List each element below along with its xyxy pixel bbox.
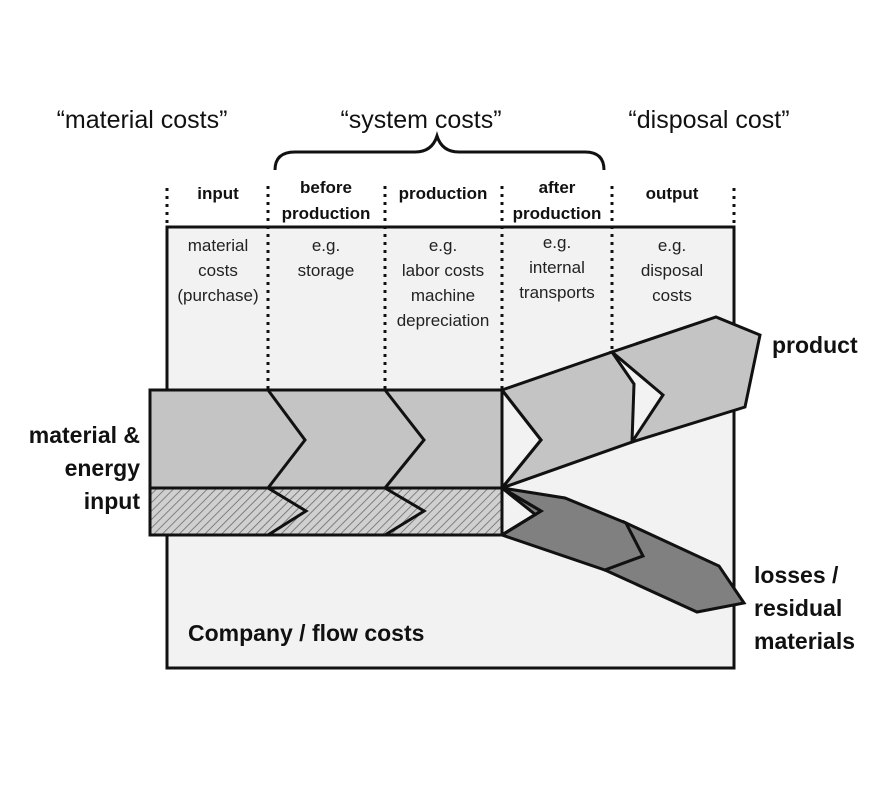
category-disposal-cost: “disposal cost”	[628, 106, 789, 134]
stage-production: production	[399, 184, 488, 203]
example-text: (purchase)	[177, 286, 258, 305]
main-chevron-2	[383, 389, 426, 489]
example-text: machine	[411, 286, 475, 305]
examples-production: e.g. labor costs machine depreciation	[397, 236, 490, 330]
losses-arrow-3	[601, 519, 747, 614]
energy-chevron-2	[384, 486, 427, 537]
label-input-line2: energy	[65, 455, 141, 481]
stage-before-line1: before	[300, 178, 352, 197]
category-material-costs: “material costs”	[57, 106, 228, 134]
label-input-line3: input	[84, 488, 141, 514]
example-text: depreciation	[397, 311, 490, 330]
example-text: transports	[519, 283, 595, 302]
energy-chevron-1	[267, 486, 309, 537]
stage-output: output	[646, 184, 699, 203]
label-product: product	[772, 332, 858, 358]
example-text: e.g.	[429, 236, 457, 255]
example-text: costs	[652, 286, 692, 305]
stage-before-line2: production	[282, 204, 371, 223]
example-text: e.g.	[312, 236, 340, 255]
label-losses-line1: losses /	[754, 562, 839, 588]
example-text: storage	[298, 261, 355, 280]
system-costs-brace	[273, 130, 606, 171]
stage-input: input	[197, 184, 239, 203]
main-chevron-1	[266, 389, 307, 489]
category-system-costs: “system costs”	[340, 106, 501, 134]
example-text: material	[188, 236, 248, 255]
example-text: labor costs	[402, 261, 484, 280]
example-text: e.g.	[658, 236, 686, 255]
label-losses-line3: materials	[754, 628, 855, 654]
example-text: disposal	[641, 261, 703, 280]
energy-chevron-3	[501, 486, 544, 537]
example-text: costs	[198, 261, 238, 280]
energy-flow-band	[148, 486, 504, 537]
example-text: e.g.	[543, 233, 571, 252]
stage-after-line1: after	[539, 178, 576, 197]
examples-after: e.g. internal transports	[519, 233, 595, 302]
examples-output: e.g. disposal costs	[641, 236, 703, 305]
stage-after-line2: production	[513, 204, 602, 223]
main-chevron-3	[500, 389, 543, 489]
main-flow-band	[148, 388, 504, 490]
label-input-line1: material &	[29, 422, 140, 448]
product-arrow-3	[608, 315, 762, 445]
label-company: Company / flow costs	[188, 620, 424, 646]
examples-input: material costs (purchase)	[177, 236, 258, 305]
main-flow	[148, 388, 544, 537]
examples-before: e.g. storage	[298, 236, 355, 280]
label-losses-line2: residual	[754, 595, 842, 621]
example-text: internal	[529, 258, 585, 277]
